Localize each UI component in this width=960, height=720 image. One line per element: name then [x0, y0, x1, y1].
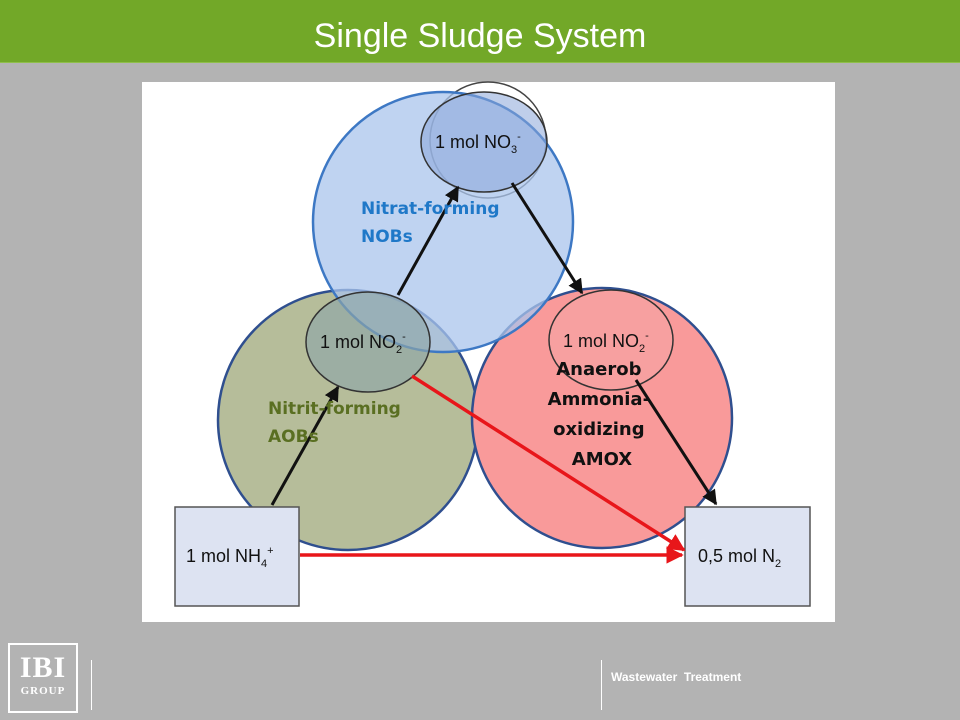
nitrate-node-sup: -: [517, 131, 521, 143]
aob-label: Nitrit-forming AOBs: [268, 399, 407, 447]
amox-label-line-3: oxidizing: [553, 419, 645, 440]
nitrite-left-prefix: 1 mol NO: [320, 332, 396, 352]
nitrate-node-circle: [420, 91, 548, 193]
footer-divider-left: [91, 660, 92, 710]
slide-title: Single Sludge System: [313, 17, 647, 55]
nitrite-right-sub: 2: [639, 343, 645, 355]
nitrogen-prefix: 0,5 mol N: [698, 546, 775, 566]
nob-label-line-1: Nitrat-forming: [361, 199, 500, 219]
nitrate-node-text: 1 mol NO3-: [435, 131, 521, 156]
arrow-no3-to-no2: [510, 182, 584, 295]
logo-main-text: IBI: [19, 651, 67, 684]
arrow-no2-to-n2: [634, 379, 718, 506]
ammonium-sup: +: [267, 545, 273, 557]
nitrogen-sub: 2: [775, 558, 781, 570]
header-bar: [0, 0, 960, 63]
footer-divider-right: [601, 660, 602, 710]
ammonium-box-text: 1 mol NH4+: [186, 545, 274, 570]
footer-text: Wastewater Treatment: [611, 670, 742, 684]
nitrogen-box-text: 0,5 mol N2: [698, 546, 781, 570]
nitrite-node-right-circle: [548, 289, 674, 391]
nitrogen-box: [684, 506, 811, 607]
amox-label-line-2: Ammonia-: [548, 389, 650, 410]
nitrite-right-sup: -: [645, 330, 649, 342]
logo-sub-text: GROUP: [20, 685, 66, 697]
amox-label: Anaerob Ammonia- oxidizing AMOX: [548, 359, 657, 470]
aob-label-line-1: Nitrit-forming: [268, 399, 401, 419]
nitrite-left-sub: 2: [396, 344, 402, 356]
aob-label-line-2: AOBs: [268, 427, 319, 447]
nitrite-node-left-text: 1 mol NO2-: [320, 331, 406, 356]
nob-label: Nitrat-forming NOBs: [361, 199, 505, 247]
nitrite-node-left-circle: [305, 291, 431, 393]
nob-label-line-2: NOBs: [361, 227, 413, 247]
ammonium-prefix: 1 mol NH: [186, 546, 261, 566]
red-arrow-no2-to-n2: [411, 374, 686, 552]
ammonium-sub: 4: [261, 558, 267, 570]
nitrite-node-right-text: 1 mol NO2-: [563, 330, 649, 355]
ibi-group-logo: IBI GROUP: [8, 643, 78, 713]
amox-label-line-1: Anaerob: [556, 359, 641, 380]
arrow-nh4-to-no2: [270, 385, 340, 506]
arrow-no2-to-no3: [396, 185, 460, 296]
nitrate-node-prefix: 1 mol NO: [435, 132, 511, 152]
nitrite-left-sup: -: [402, 331, 406, 343]
nitrite-right-prefix: 1 mol NO: [563, 331, 639, 351]
ammonium-box: [174, 506, 300, 607]
amox-label-line-4: AMOX: [572, 449, 633, 470]
nitrate-node-sub: 3: [511, 144, 517, 156]
